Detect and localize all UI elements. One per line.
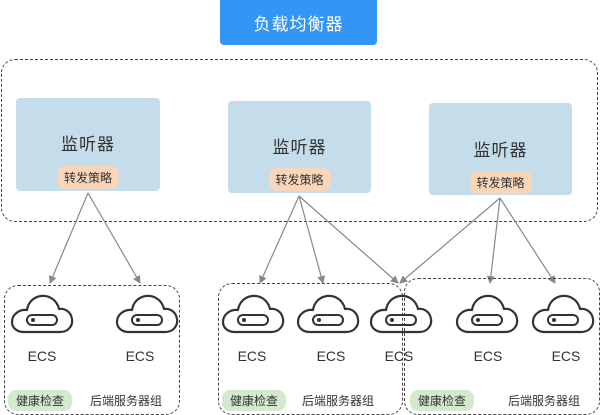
cloud-server-icon — [221, 294, 285, 334]
server-icons — [10, 294, 595, 334]
cloud-server-icon — [296, 294, 360, 334]
server-group-name: 后端服务器组 — [302, 394, 375, 408]
server-group-name: 后端服务器组 — [90, 394, 163, 408]
listener-title: 监听器 — [272, 138, 327, 158]
forwarding-policy-tag: 转发策略 — [56, 166, 120, 189]
health-check-tag: 健康检查 — [222, 390, 287, 411]
connection-arrow — [259, 195, 300, 284]
connection-lines — [49, 192, 556, 284]
listener-title: 监听器 — [473, 141, 528, 161]
connection-arrow — [49, 192, 89, 284]
connection-arrow — [298, 195, 325, 284]
server-label: ECS — [125, 348, 155, 364]
listener-group-frame — [1, 59, 598, 222]
forwarding-policy-tag: 转发策略 — [268, 168, 331, 191]
listener-1: 监听器 转发策略 — [16, 98, 160, 191]
connection-arrow — [87, 192, 141, 284]
server-label: ECS — [384, 348, 414, 364]
listener-title: 监听器 — [61, 135, 115, 155]
cloud-server-icon — [531, 294, 595, 334]
cloud-server-icon — [455, 294, 519, 334]
connection-arrow — [499, 197, 556, 284]
server-group-name: 后端服务器组 — [508, 394, 581, 408]
listener-2: 监听器 转发策略 — [228, 101, 371, 193]
server-label: ECS — [27, 348, 57, 364]
connection-arrow — [486, 197, 501, 284]
cloud-server-icon — [369, 294, 433, 334]
connection-arrow — [399, 197, 501, 284]
server-label: ECS — [237, 348, 267, 364]
cloud-server-icon — [10, 294, 74, 334]
forwarding-policy-tag: 转发策略 — [469, 171, 532, 194]
server-label: ECS — [551, 348, 581, 364]
health-check-tag: 健康检查 — [8, 390, 73, 411]
listener-3: 监听器 转发策略 — [429, 103, 572, 195]
server-label: ECS — [316, 348, 346, 364]
load-balancer-label: 负载均衡器 — [253, 15, 344, 35]
load-balancer-box: 负载均衡器 — [220, 0, 377, 45]
cloud-server-icon — [115, 294, 179, 334]
server-label: ECS — [473, 348, 503, 364]
health-check-tag: 健康检查 — [410, 390, 475, 411]
connection-arrow — [298, 195, 399, 284]
